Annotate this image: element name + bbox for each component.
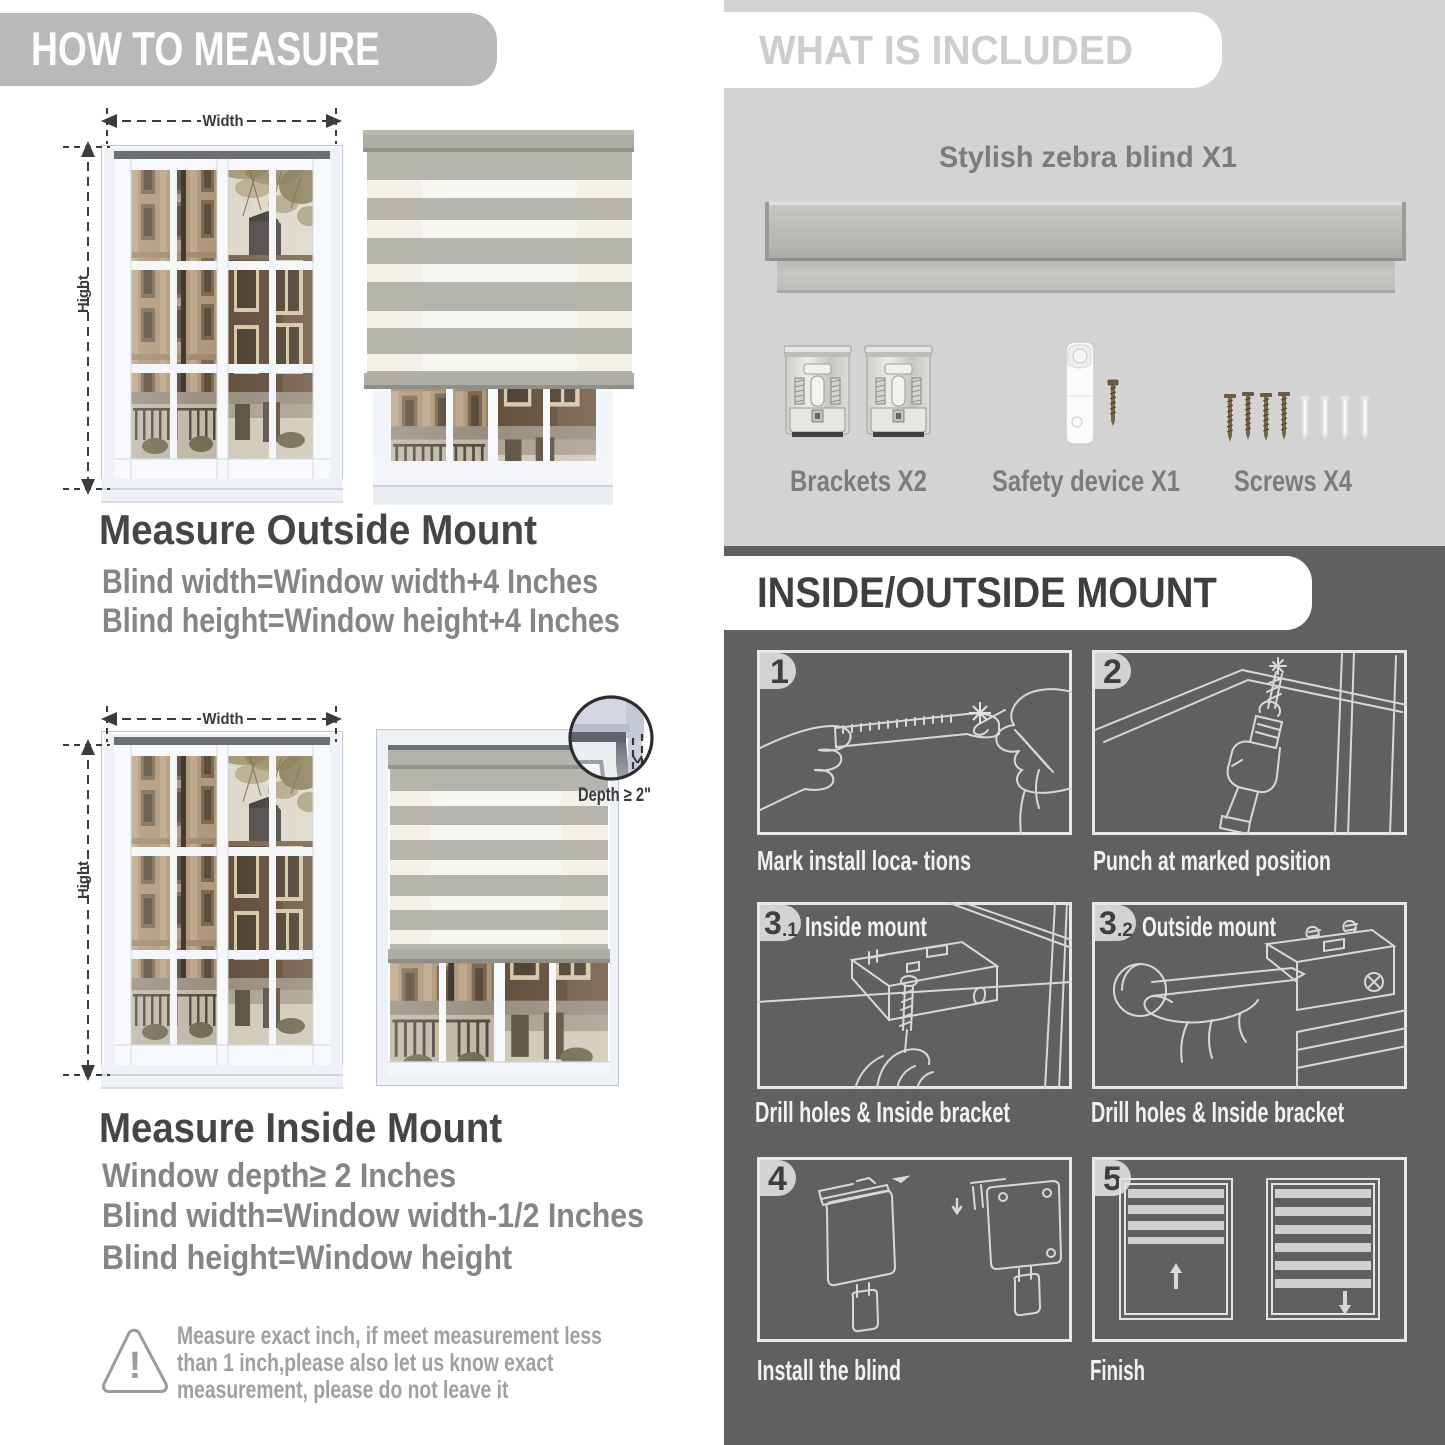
svg-text:3: 3: [764, 905, 782, 941]
svg-text:Hight: Hight: [75, 861, 92, 899]
svg-text:.1: .1: [782, 920, 798, 941]
svg-text:3: 3: [1099, 905, 1117, 941]
svg-text:Width: Width: [203, 711, 244, 728]
svg-text:!: !: [129, 1345, 142, 1387]
svg-text:.2: .2: [1117, 920, 1133, 941]
svg-text:Hight: Hight: [75, 275, 92, 313]
svg-text:2: 2: [1103, 653, 1122, 691]
svg-text:1: 1: [770, 653, 789, 691]
svg-text:4: 4: [768, 1160, 787, 1198]
svg-text:Width: Width: [203, 113, 244, 130]
svg-text:5: 5: [1103, 1160, 1122, 1198]
